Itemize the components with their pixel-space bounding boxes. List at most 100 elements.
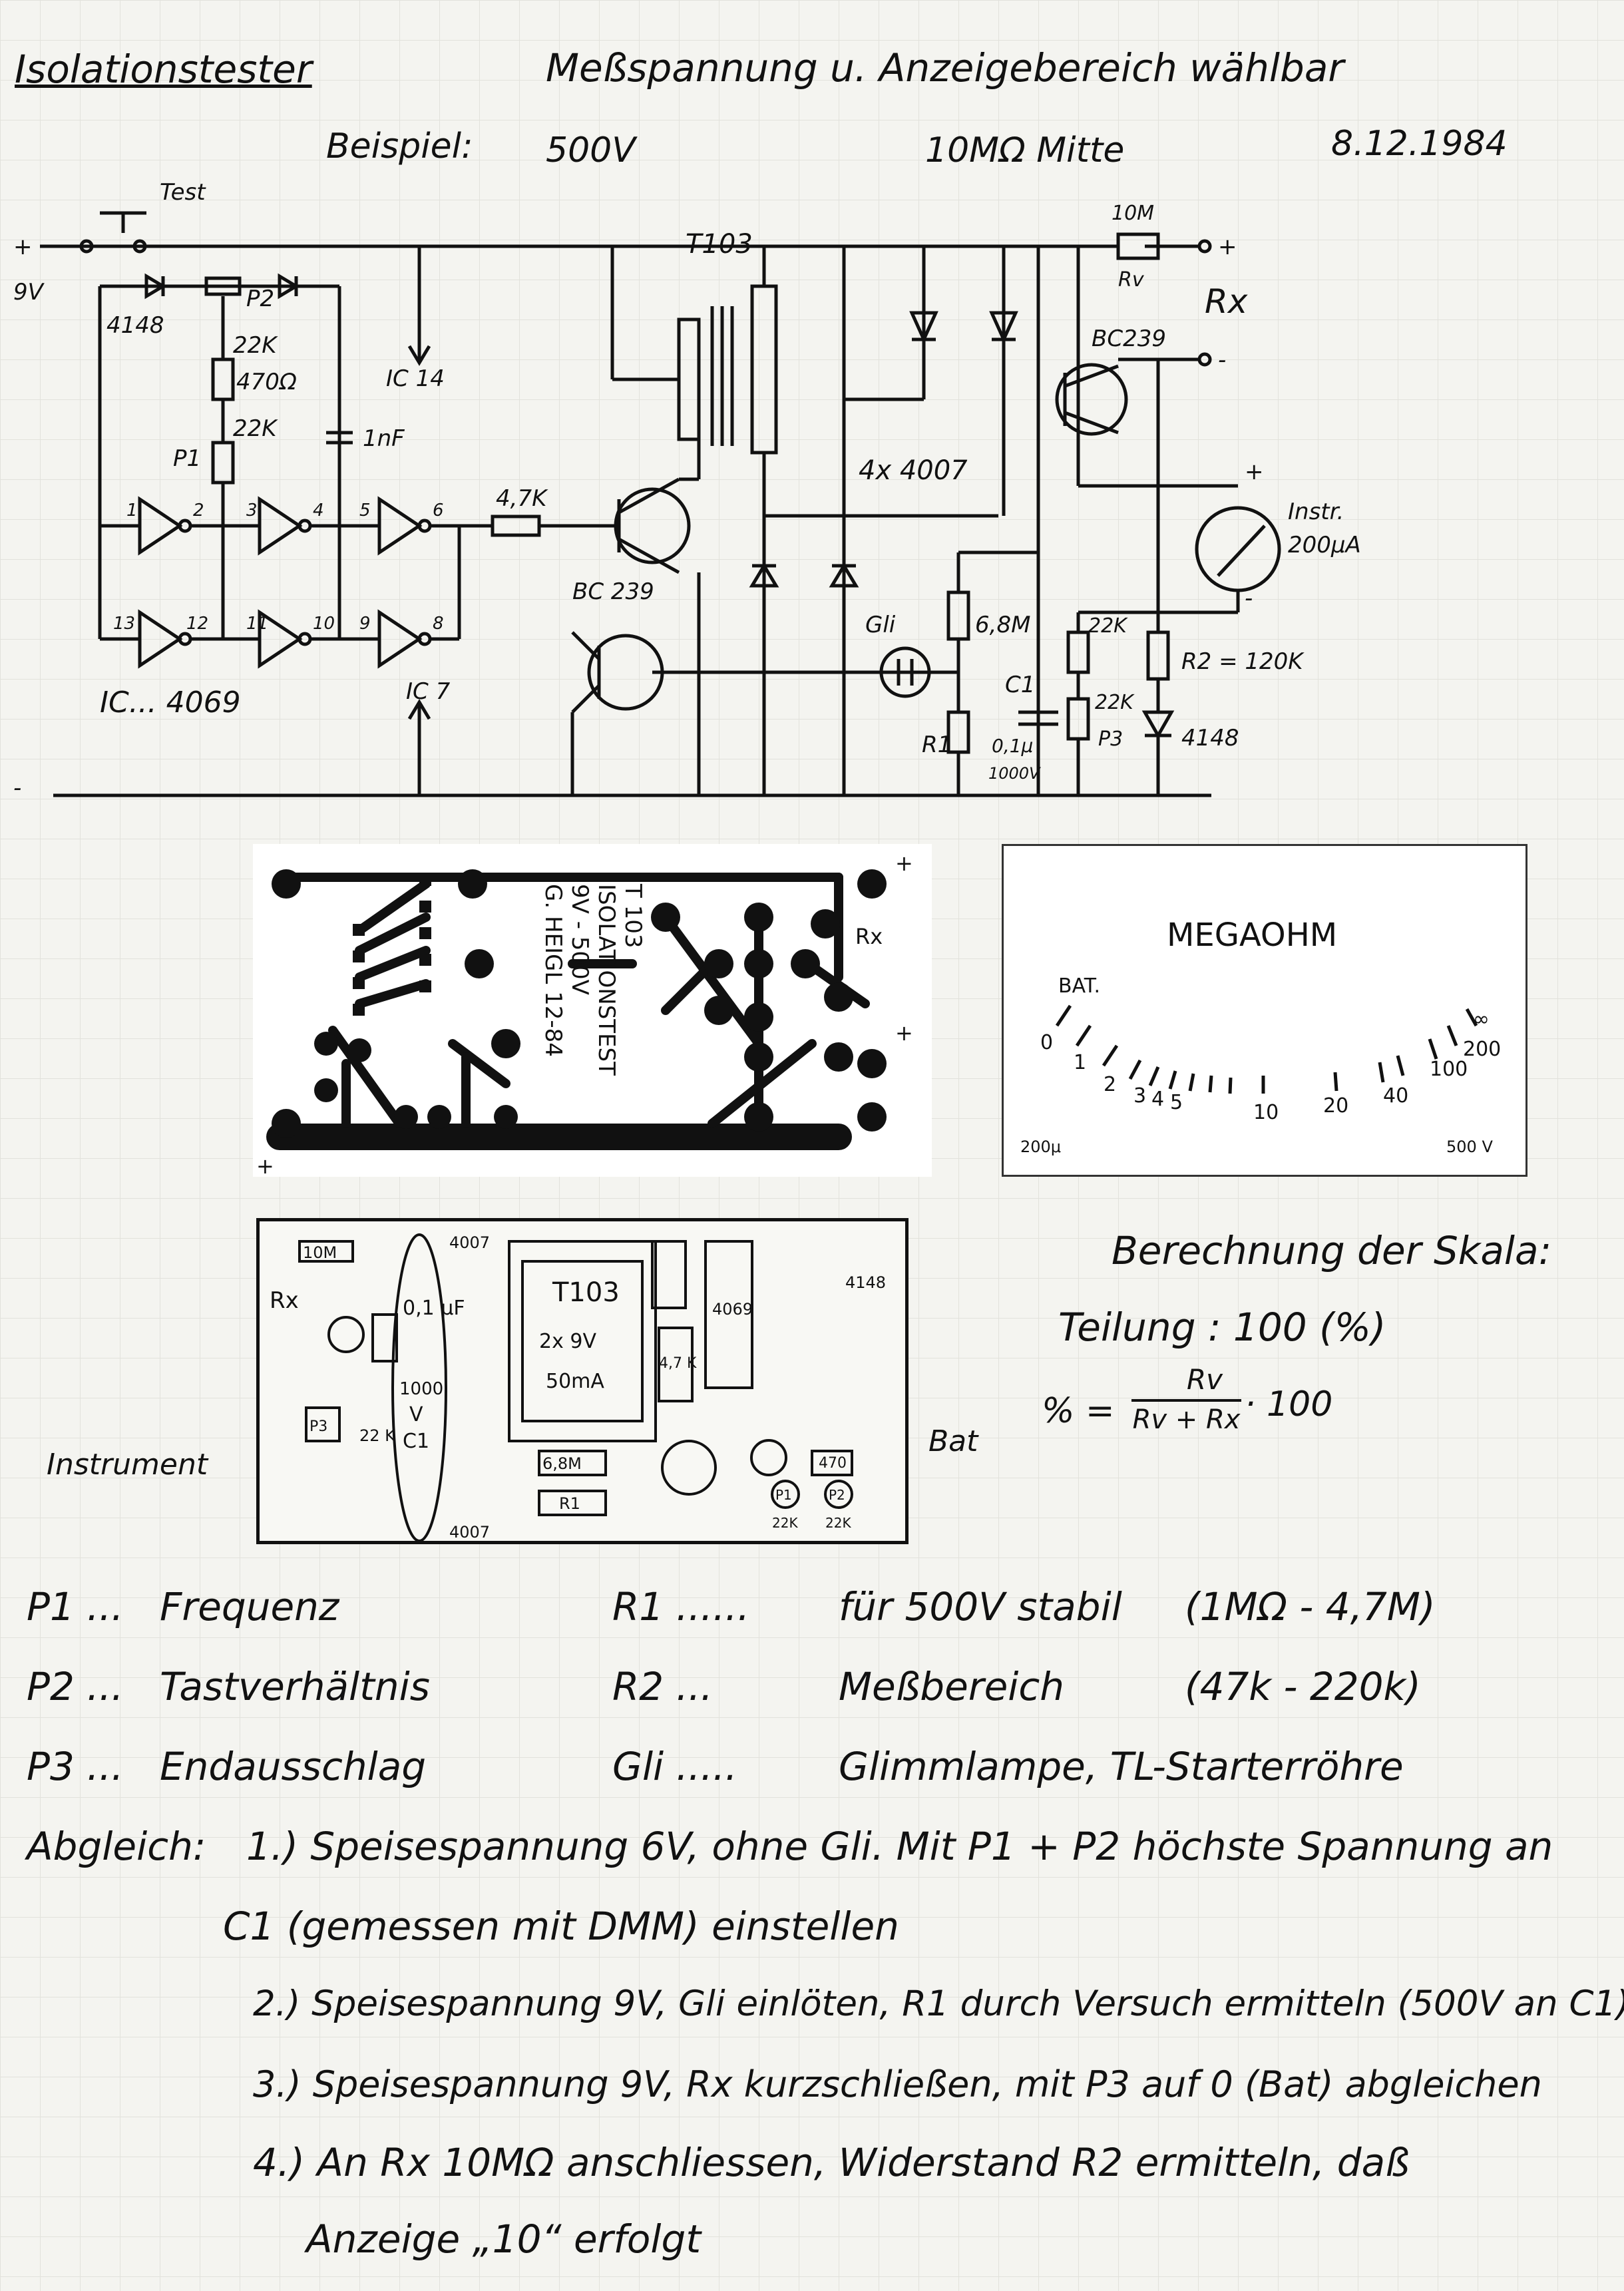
label-p1: P1 [173,445,201,472]
layout-r47k: 4,7 K [659,1355,697,1372]
scale-tick-5: 5 [1170,1091,1183,1114]
layout-r10m: 10M [303,1243,337,1262]
label-r2: R2 = 120K [1181,648,1305,675]
pin-2: 2 [193,501,204,521]
scale-tick-100: 100 [1430,1058,1468,1081]
label-ic14: IC 14 [386,365,445,392]
pcb-label-plus-bottom: + [256,1153,274,1177]
label-c1-value: 0,1μ [992,735,1033,757]
scale-tick-2: 2 [1104,1073,1116,1096]
label-ic4069: IC... 4069 [100,686,241,720]
formula-fraction-bar [1131,1399,1241,1402]
pin-12: 12 [186,614,208,634]
layout-c1-v: V [409,1403,423,1426]
layout-r1: R1 [559,1494,580,1513]
legend-r1-text: für 500V stabil [839,1584,1122,1629]
formula-factor: · 100 [1245,1384,1333,1424]
legend-p1-key: P1 ... [27,1584,124,1629]
layout-p2: P2 [829,1487,845,1503]
layout-c1-name: C1 [403,1430,429,1453]
layout-p1-value: 22K [772,1515,798,1531]
formula-numerator: Rv [1186,1363,1223,1396]
legend-r1-range: (1MΩ - 4,7M) [1185,1584,1436,1629]
pin-6: 6 [433,501,444,521]
calibration-step-1a: 1.) Speisespannung 6V, ohne Gli. Mit P1 … [246,1824,1553,1869]
label-bc239-a: BC 239 [572,578,654,605]
legend-r2-text: Meßbereich [839,1664,1065,1709]
legend-gli-text: Glimmlampe, TL-Starterröhre [839,1744,1404,1789]
layout-p2-value: 22K [825,1515,851,1531]
label-rv-value: 10M [1112,202,1154,225]
label-r68m: 6,8M [975,612,1030,638]
label-instr-value: 200μA [1288,532,1361,558]
pin-13: 13 [113,614,135,634]
pcb-copper-layout: T 103 ISOLATIONSTEST 9V - 500V G. HEIGL … [253,844,932,1179]
layout-c1-voltage: 1000 [399,1379,443,1399]
label-p1-val: 22K [233,415,278,442]
label-r47k: 4,7K [496,485,548,512]
scale-tick-200: 200 [1463,1038,1501,1061]
example-range: 10MΩ Mitte [925,130,1125,170]
scale-tick-1: 1 [1074,1051,1086,1074]
label-test: Test [160,180,206,206]
scale-tick-0: 0 [1040,1031,1053,1054]
scale-voltage-note: 500 V [1446,1138,1493,1156]
label-ic7: IC 7 [406,678,451,705]
layout-d4148: 4148 [845,1273,886,1292]
layout-r470: 470 [819,1455,847,1472]
component-placement-layout: 10M Rx 0,1 μF 1000 V C1 4007 4007 T103 2… [256,1218,909,1544]
scale-tick-20: 20 [1323,1094,1348,1118]
label-bc239-b: BC239 [1092,325,1166,352]
label-d4148-b: 4148 [1181,725,1239,751]
label-p2-val: 22K [233,332,278,359]
pcb-label-rx: Rx [855,924,883,949]
pcb-label-voltage: 9V - 500V [566,884,593,995]
page-subtitle: Meßspannung u. Anzeigebereich wählbar [546,45,1344,91]
label-9v: 9V [13,279,45,306]
legend-p2-key: P2 ... [27,1664,124,1709]
label-rx-minus: - [1218,347,1226,373]
layout-p3: P3 [309,1418,327,1435]
legend-p1-text: Frequenz [160,1584,339,1629]
label-p3: P3 [1098,728,1123,751]
circuit-schematic: + 9V Test IC 14 IC 7 IC... 4069 4148 P2 … [13,180,1361,801]
formula-division: Teilung : 100 (%) [1058,1305,1386,1350]
scale-tick-10: 10 [1253,1101,1279,1124]
scale-title: MEGAOHM [1167,917,1337,954]
formula-heading: Berechnung der Skala: [1112,1228,1552,1273]
pin-11: 11 [246,614,268,634]
legend-p3-text: Endausschlag [160,1744,427,1789]
pin-1: 1 [126,501,138,521]
example-voltage: 500V [546,130,636,170]
pcb-label-isolationstest: ISOLATIONSTEST [593,884,620,1076]
layout-rx: Rx [270,1287,299,1314]
scale-tick-4: 4 [1151,1088,1164,1111]
legend-r2-range: (47k - 220k) [1185,1664,1421,1709]
scale-current-note: 200μ [1020,1138,1061,1156]
label-gli: Gli [865,612,896,638]
layout-r68m: 6,8M [542,1454,582,1473]
legend-p2-text: Tastverhältnis [160,1664,430,1709]
label-meter-plus: + [1245,459,1264,485]
legend-r1-key: R1 ...... [612,1584,750,1629]
layout-r22k: 22 K [359,1426,396,1445]
pcb-label-t103: T 103 [620,883,646,948]
label-rx-plus: + [1218,234,1237,260]
layout-ic4069: 4069 [712,1300,753,1319]
label-4x4007: 4x 4007 [859,455,968,486]
pcb-label-plus-mid: + [895,1020,913,1046]
label-rv: Rv [1118,268,1145,292]
calibration-step-4b: Anzeige „10“ erfolgt [306,2216,702,2262]
label-d4148: 4148 [106,312,164,339]
label-rx: Rx [1205,282,1248,321]
formula-denominator: Rv + Rx [1132,1404,1241,1435]
layout-c1-value: 0,1 μF [403,1297,465,1320]
label-instr: Instr. [1288,499,1344,525]
label-meter-minus: - [1245,585,1253,612]
label-p2: P2 [246,286,274,312]
scale-tick-3: 3 [1133,1084,1146,1108]
pin-10: 10 [313,614,335,634]
label-1nf: 1nF [363,425,405,452]
label-r470: 470Ω [236,369,297,395]
pin-8: 8 [433,614,444,634]
